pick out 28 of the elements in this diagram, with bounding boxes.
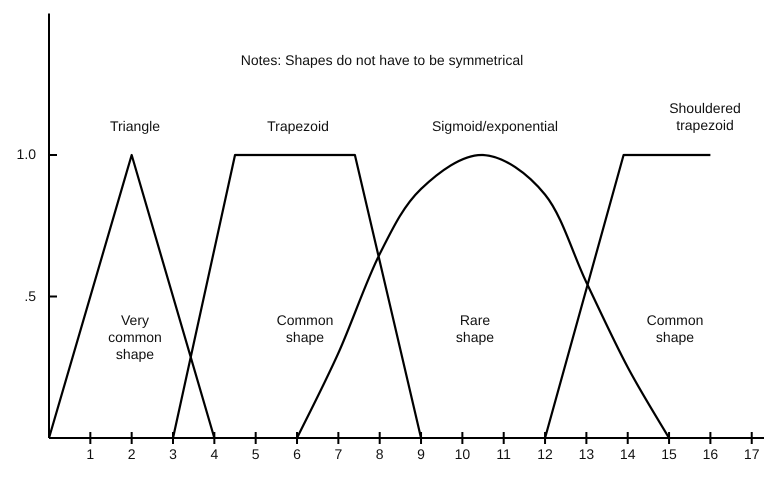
region-label: Common shape	[276, 312, 334, 346]
series-label: Sigmoid/exponential	[430, 118, 560, 135]
x-tick-label: 15	[661, 446, 677, 463]
x-tick-label: 5	[252, 446, 260, 463]
series-label: Trapezoid	[266, 118, 330, 135]
x-tick-label: 14	[620, 446, 636, 463]
region-label: Very common shape	[107, 312, 163, 363]
x-tick-label: 10	[454, 446, 470, 463]
x-tick-label: 11	[496, 446, 511, 463]
y-tick-label: .5	[24, 288, 36, 304]
x-tick-label: 13	[578, 446, 594, 463]
x-tick-label: 12	[537, 446, 553, 463]
x-tick-label: 4	[210, 446, 218, 463]
x-tick-label: 16	[702, 446, 718, 463]
note-text: Notes: Shapes do not have to be symmetrical	[240, 52, 524, 69]
x-tick-label: 8	[376, 446, 384, 463]
x-tick-label: 17	[744, 446, 760, 463]
x-tick-label: 1	[86, 446, 94, 463]
series-label: Triangle	[108, 118, 162, 135]
region-label: Rare shape	[454, 312, 496, 346]
series-label: Shouldered trapezoid	[668, 100, 742, 134]
x-tick-label: 3	[169, 446, 177, 463]
x-tick-label: 6	[293, 446, 301, 463]
x-tick-label: 9	[417, 446, 425, 463]
x-tick-label: 7	[334, 446, 342, 463]
x-tick-label: 2	[128, 446, 136, 463]
region-label: Common shape	[646, 312, 704, 346]
y-tick-label: 1.0	[16, 146, 36, 163]
